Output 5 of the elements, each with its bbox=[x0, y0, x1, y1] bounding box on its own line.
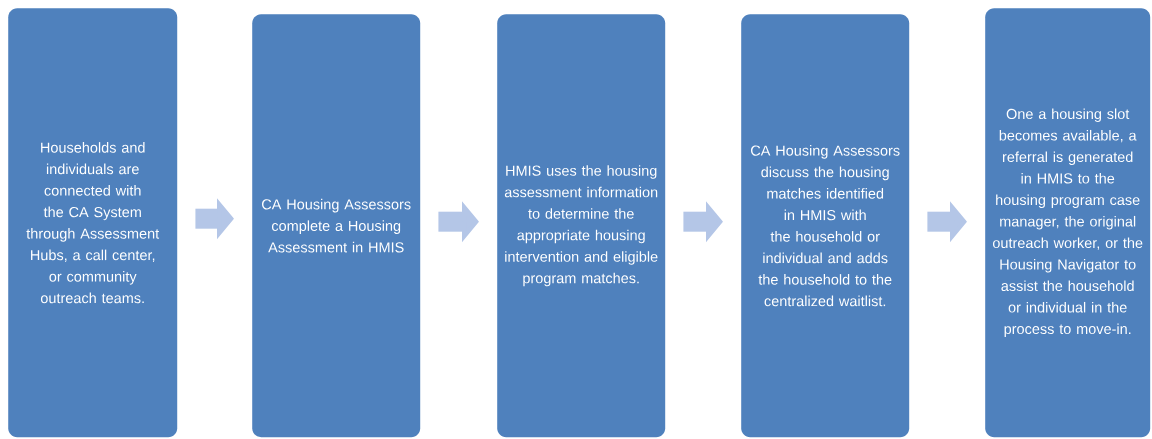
process-box: HMIS uses the housing assessment information to determine the appropriate housing intervention and eligible program matches. bbox=[497, 14, 666, 438]
process-box: One a housing slot becomes available, a referral is generated in HMIS to the housing program case manager, the original outreach worker, or the Housing Navigator to assist the household or individual in the process to move-in. bbox=[985, 8, 1151, 438]
process-box: Households and individuals are connected with the CA System through Assessment Hubs, a call center, or community outreach teams. bbox=[8, 8, 178, 438]
process-box: CA Housing Assessors discuss the housing matches identified in HMIS with the household or individual and adds the household to the centralized waitlist. bbox=[741, 14, 910, 438]
process-box: CA Housing Assessors complete a Housing Assessment in HMIS bbox=[252, 14, 421, 438]
